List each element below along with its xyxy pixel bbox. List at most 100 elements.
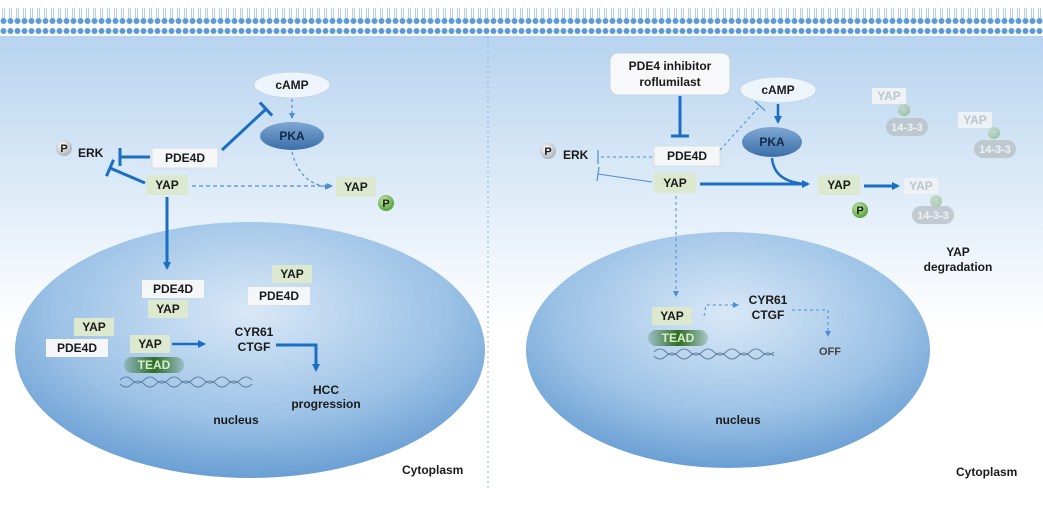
right-complex-main-1433: 14-3-3 <box>917 210 949 222</box>
left-pde4d-inhibits-camp <box>220 101 274 152</box>
left-erk-label: ERK <box>78 146 104 160</box>
left-nuc-pde4d-c-box <box>46 339 108 357</box>
right-complex-a-phospho-icon <box>898 104 910 116</box>
left-erk-phospho-icon <box>56 140 72 156</box>
right-camp-label: cAMP <box>761 83 794 97</box>
left-nuc-pde4d-a: PDE4D <box>153 282 193 296</box>
left-nuc-yap-tead-box <box>130 335 170 353</box>
left-erk-phospho-label: P <box>60 143 67 155</box>
right-complex-b-yap: YAP <box>963 113 987 127</box>
right-degradation-line1: YAP <box>946 245 970 259</box>
right-targets-to-off-dashed <box>792 309 831 337</box>
right-yap-phospho-label: P <box>856 205 863 217</box>
right-inhibitor-box <box>609 52 731 96</box>
left-nuc-yap-tead: YAP <box>138 337 162 351</box>
right-pde4d-inhibits-camp <box>719 100 766 151</box>
right-yap-phospho-icon <box>852 202 868 218</box>
right-pka-label: PKA <box>759 135 785 149</box>
cell-membrane <box>0 8 1043 34</box>
right-target-cyr61: CYR61 <box>749 293 788 307</box>
right-complex-b-phospho: P <box>990 128 997 140</box>
right-dna-strand <box>653 348 775 356</box>
right-complex-main-phospho: P <box>932 196 939 208</box>
right-complex-main-yap: YAP <box>909 179 933 193</box>
left-target-cyr61: CYR61 <box>235 325 274 339</box>
right-nuc-tead-box <box>648 330 708 346</box>
left-camp-label: cAMP <box>275 78 308 92</box>
right-complex-top-b: YAP P 14-3-3 <box>958 112 1016 158</box>
right-degradation-line2: degradation <box>924 260 993 274</box>
right-dna-strand-2 <box>653 352 775 360</box>
right-complex-a-yap-box <box>872 88 906 104</box>
right-yap-p-label: YAP <box>827 178 851 192</box>
right-nuc-yap-box <box>652 307 692 325</box>
right-inhibitor-line1: PDE4 inhibitor <box>629 59 712 73</box>
left-outcome-progression: progression <box>291 397 360 411</box>
left-yap-box <box>146 175 188 195</box>
left-nuc-tead-box <box>124 357 184 373</box>
left-nuc-yap-a: YAP <box>156 302 180 316</box>
left-outcome-hcc: HCC <box>313 383 339 397</box>
right-complex-main-phospho-icon <box>930 195 942 207</box>
right-pde4d-box <box>653 145 721 167</box>
right-complex-main-yap-box <box>904 178 938 194</box>
right-complex-top-a: YAP P 14-3-3 <box>872 88 928 136</box>
right-complex-main: YAP P 14-3-3 <box>904 178 954 224</box>
right-complex-a-1433: 14-3-3 <box>891 122 923 134</box>
right-pka-to-yap <box>770 157 807 186</box>
right-yap-inhibits-erk <box>596 166 653 183</box>
left-yap-inhibits-erk <box>105 159 146 185</box>
left-yap-phospho-icon <box>378 195 394 211</box>
right-nuc-yap: YAP <box>660 309 684 323</box>
right-tead-to-targets-dashed <box>703 302 739 317</box>
left-nuc-pde4d-c: PDE4D <box>57 341 97 355</box>
right-complex-b-1433-box <box>974 140 1016 158</box>
left-nuc-yap-c: YAP <box>82 320 106 334</box>
left-nucleus <box>15 222 485 478</box>
left-nuc-yap-a-box <box>148 300 188 318</box>
right-yap-p-box <box>818 175 860 195</box>
right-yap-label: YAP <box>663 176 687 190</box>
right-complex-a-yap: YAP <box>877 89 901 103</box>
right-inhibitor-line2: roflumilast <box>639 75 700 89</box>
right-complex-main-1433-box <box>912 206 954 224</box>
left-pka-node <box>260 122 324 150</box>
left-yap-p-label: YAP <box>344 180 368 194</box>
left-yap-p-box <box>336 177 376 197</box>
right-erk-phospho-label: P <box>544 146 551 158</box>
left-yap-label: YAP <box>155 178 179 192</box>
left-camp-node <box>253 71 331 99</box>
right-erk-label: ERK <box>563 148 589 162</box>
left-pde4d-label: PDE4D <box>165 151 205 165</box>
left-nuc-tead: TEAD <box>138 358 171 372</box>
right-complex-b-yap-box <box>958 112 992 128</box>
left-nuc-pde4d-b: PDE4D <box>259 289 299 303</box>
right-complex-b-1433: 14-3-3 <box>979 144 1011 156</box>
left-dna-strand-2 <box>119 380 253 388</box>
left-yap-phospho-label: P <box>382 198 389 210</box>
right-camp-node <box>739 76 817 104</box>
right-nucleus-label: nucleus <box>715 413 761 427</box>
left-nuc-yap-c-box <box>74 318 114 336</box>
left-targets-to-hcc <box>276 343 320 372</box>
right-cytoplasm-label: Cytoplasm <box>956 465 1017 479</box>
left-cytoplasm-label: Cytoplasm <box>402 463 463 477</box>
right-pka-node <box>742 127 802 157</box>
right-complex-a-1433-box <box>886 118 928 136</box>
left-nuc-pde4d-b-box <box>248 287 310 305</box>
right-nuc-tead: TEAD <box>662 331 695 345</box>
left-target-ctgf: CTGF <box>238 340 271 354</box>
left-pka-label: PKA <box>279 129 305 143</box>
right-complex-a-phospho: P <box>900 105 907 117</box>
left-nuc-pde4d-a-box <box>142 280 204 298</box>
right-pde4d-label: PDE4D <box>667 149 707 163</box>
left-nuc-yap-b: YAP <box>280 267 304 281</box>
right-complex-b-phospho-icon <box>988 127 1000 139</box>
left-nucleus-label: nucleus <box>213 413 259 427</box>
left-nuc-yap-b-box <box>272 265 312 283</box>
right-erk-phospho-icon <box>540 143 556 159</box>
right-target-ctgf: CTGF <box>752 308 785 322</box>
right-yap-box <box>654 173 696 193</box>
